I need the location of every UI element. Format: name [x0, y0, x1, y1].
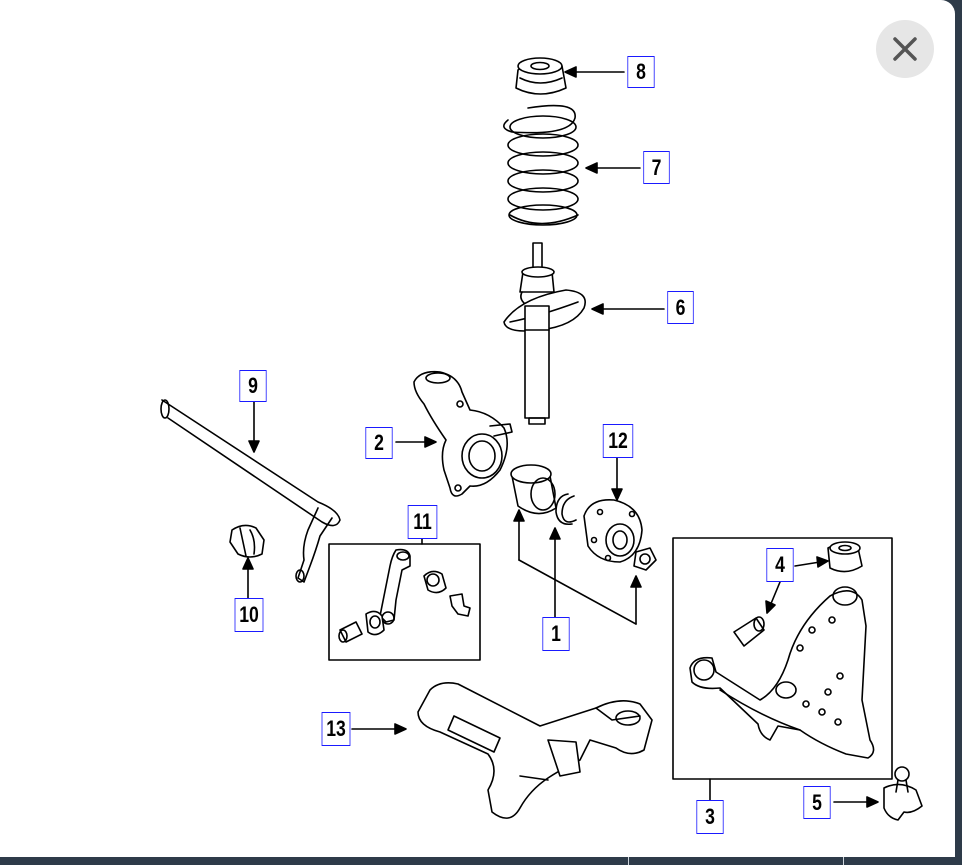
part-12-wheel-hub	[583, 499, 643, 563]
part-10-stabilizer-bushing	[229, 524, 265, 558]
callout-label-8: 8	[627, 56, 655, 88]
part-8-strut-mount	[515, 57, 567, 95]
part-5-ball-joint	[883, 766, 923, 821]
part-9-stabilizer-bar	[160, 399, 341, 583]
bottom-toolbar	[0, 857, 962, 865]
part-11-stabilizer-link	[328, 543, 481, 661]
callout-label-11: 11	[407, 505, 438, 539]
part-4-control-arm-bushing	[733, 541, 863, 647]
callout-label-10: 10	[234, 598, 264, 632]
part-1-wheel-bearing	[510, 464, 657, 571]
part-13-subframe	[417, 682, 653, 819]
bottom-toolbar-divider	[843, 857, 844, 865]
callout-label-12: 12	[602, 424, 634, 458]
callout-label-4: 4	[766, 548, 794, 582]
leader-lines	[242, 66, 879, 808]
close-button[interactable]	[876, 20, 934, 78]
callout-label-2: 2	[365, 427, 393, 459]
callout-label-9: 9	[239, 370, 267, 402]
close-icon	[893, 37, 917, 61]
part-7-coil-spring	[503, 104, 579, 226]
callout-label-7: 7	[643, 151, 670, 184]
part-6-strut-assembly	[503, 242, 586, 425]
callout-label-13: 13	[321, 712, 351, 746]
callout-label-6: 6	[667, 291, 694, 324]
part-2-steering-knuckle	[413, 370, 513, 497]
callout-label-5: 5	[803, 786, 831, 819]
callout-label-3: 3	[696, 800, 724, 834]
callout-label-1: 1	[542, 617, 570, 651]
bottom-toolbar-divider	[628, 857, 629, 865]
